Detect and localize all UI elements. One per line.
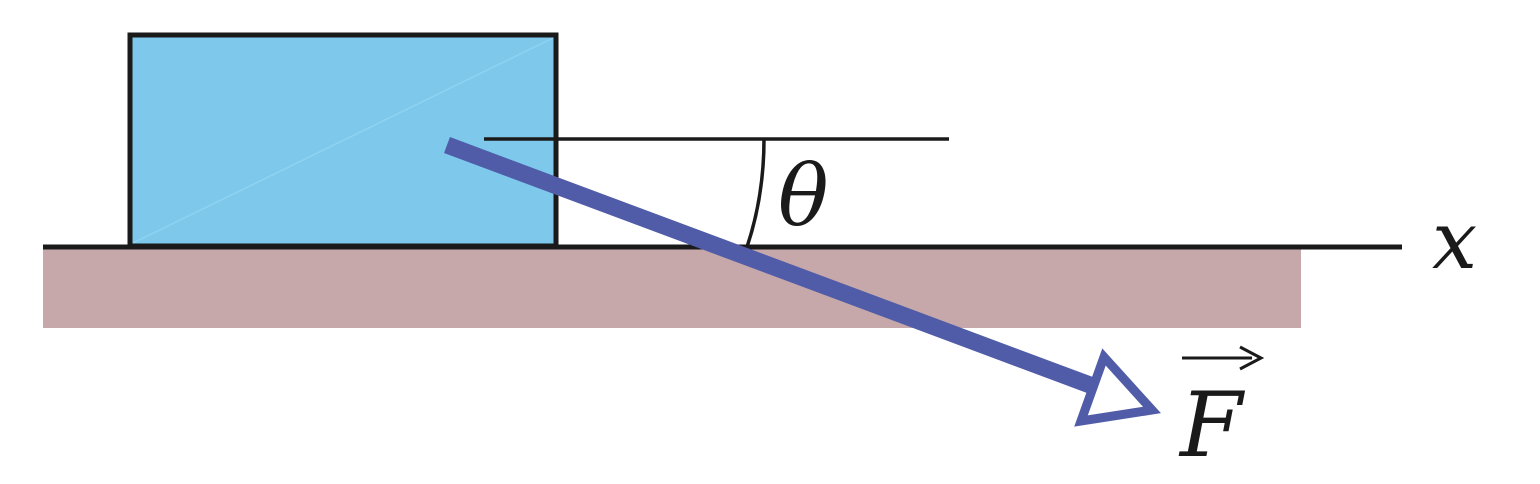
angle-arc [745,138,766,248]
vector-arrow-icon [1182,345,1265,371]
block-seam [132,37,554,244]
force-label: F [1178,373,1246,478]
ground-surface [43,248,1301,328]
force-arrow-shaft [444,137,1101,396]
force-arrowhead-icon [1074,348,1161,427]
angle-label: θ [778,147,829,245]
axis-label-x: x [1432,194,1477,287]
